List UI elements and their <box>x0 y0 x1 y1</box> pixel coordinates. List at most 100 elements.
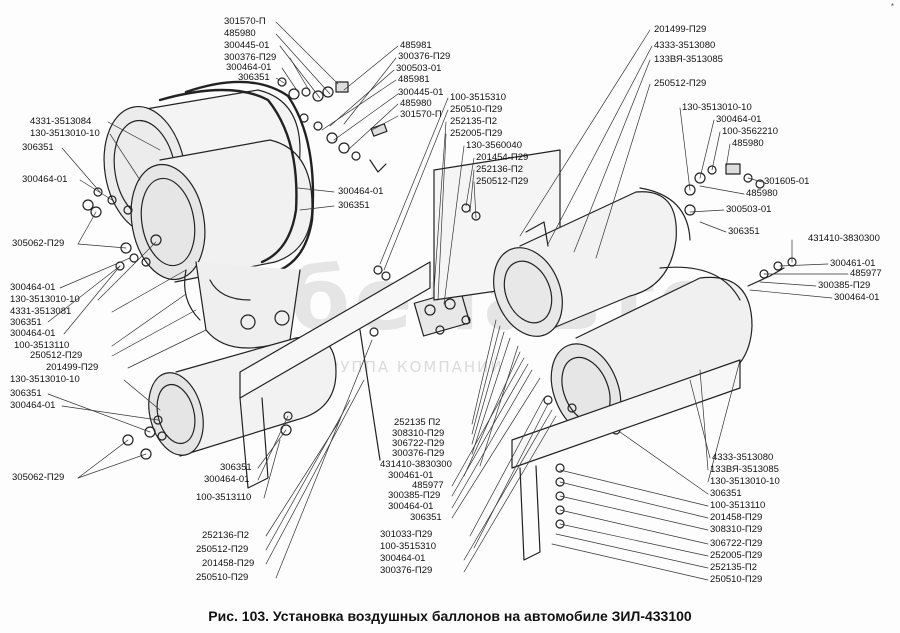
frame-rail-right <box>511 359 741 561</box>
part-label: 300464-01 <box>10 282 56 293</box>
part-label: 252135 П2 <box>394 417 441 428</box>
part-label: 252135-П2 <box>710 562 757 573</box>
part-label: 252136-П2 <box>202 530 249 541</box>
part-label: 308310-П29 <box>392 428 445 439</box>
part-label: 300464-01 <box>204 474 250 485</box>
part-label: 130-3513010-10 <box>710 476 780 487</box>
part-label: 485980 <box>732 138 764 149</box>
part-label: 300464-01 <box>834 292 880 303</box>
part-label: 306351 <box>710 488 742 499</box>
part-label: 250512-П29 <box>654 78 707 89</box>
watermark-tagline: ГРУППА КОМПАНИЙ <box>318 358 504 376</box>
part-label: 300464-01 <box>338 186 384 197</box>
fittings-top <box>277 77 388 173</box>
part-label: 300461-01 <box>388 470 434 481</box>
part-label: 485980 <box>746 188 778 199</box>
part-label: 250512-П29 <box>196 544 249 555</box>
part-label: 301570-П <box>400 109 442 120</box>
frame-rail-left <box>239 261 431 489</box>
part-label: 130-3513010-10 <box>30 128 100 139</box>
part-label: 100-3513110 <box>14 340 70 351</box>
part-label: 300376-П29 <box>380 565 433 576</box>
part-label: 485980 <box>224 28 256 39</box>
part-label: 300445-01 <box>398 87 444 98</box>
tank-upper-left <box>82 80 315 349</box>
part-label: 300464-01 <box>716 114 762 125</box>
part-label: 300445-01 <box>224 40 270 51</box>
part-label: 306351 <box>10 388 42 399</box>
part-label: 201499-П29 <box>46 362 99 373</box>
part-label: 100-3515310 <box>450 92 506 103</box>
part-label: 250510-П29 <box>450 104 503 115</box>
part-label: 300464-01 <box>380 553 426 564</box>
part-label: 485977 <box>412 480 444 491</box>
part-label: 201499-П29 <box>654 24 707 35</box>
part-label: 301033-П29 <box>380 529 433 540</box>
part-label: 250512-П29 <box>30 350 83 361</box>
part-label: 100-3562210 <box>722 126 778 137</box>
part-label: 431410-3830300 <box>380 459 452 470</box>
part-label: 250510-П29 <box>710 574 763 585</box>
part-label: 300376-П29 <box>224 52 277 63</box>
part-label: 485980 <box>400 98 432 109</box>
part-label: 306351 <box>728 226 760 237</box>
part-label: 485981 <box>398 74 430 85</box>
part-label: 252005-П29 <box>450 128 503 139</box>
figure-caption: Рис. 103. Установка воздушных баллонов н… <box>208 608 692 624</box>
part-label: 300464-01 <box>388 501 434 512</box>
part-label: 201458-П29 <box>710 512 763 523</box>
part-label: 306351 <box>410 512 442 523</box>
part-label: 4333-3513080 <box>654 40 716 51</box>
part-label: 306722-П29 <box>710 538 763 549</box>
corner-mark: * <box>890 2 894 11</box>
part-label: 100-3513110 <box>196 492 252 503</box>
part-label: 250512-П29 <box>476 176 529 187</box>
part-label: 306351 <box>22 142 54 153</box>
part-label: 252135-П2 <box>450 116 497 127</box>
part-label: 130-3513010-10 <box>682 102 752 113</box>
part-label: 305062-П29 <box>12 238 65 249</box>
part-label: 252005-П29 <box>710 550 763 561</box>
part-label: 300503-01 <box>396 63 442 74</box>
part-label: 300376-П29 <box>392 448 445 459</box>
part-label: 250510-П29 <box>196 572 249 583</box>
part-label: 4331-3513084 <box>30 116 92 127</box>
part-label: 201458-П29 <box>202 558 255 569</box>
part-label: 300385-П29 <box>818 280 871 291</box>
part-label: 300464-01 <box>226 62 272 73</box>
part-label: 4333-3513080 <box>712 452 774 463</box>
part-label: 130-3513010-10 <box>10 294 80 305</box>
part-label: 306351 <box>238 72 270 83</box>
part-label: 4331-3513081 <box>10 306 72 317</box>
part-label: 300464-01 <box>22 174 68 185</box>
part-label: 306351 <box>338 200 370 211</box>
part-label: 306351 <box>10 317 42 328</box>
part-label: 306722-П29 <box>392 438 445 449</box>
tank-right-upper <box>493 163 765 337</box>
part-label: 133ВЯ-3513085 <box>710 464 779 475</box>
part-label: 100-3513110 <box>710 500 766 511</box>
part-label: 130-3560040 <box>466 140 522 151</box>
leader-lines <box>47 21 849 581</box>
part-label: 100-3515310 <box>380 541 436 552</box>
part-label: 300464-01 <box>10 328 56 339</box>
part-label: 300503-01 <box>726 204 772 215</box>
part-label: 308310-П29 <box>710 524 763 535</box>
part-label: 130-3513010-10 <box>10 374 80 385</box>
part-label: 300376-П29 <box>398 51 451 62</box>
part-label: 201454-П29 <box>476 152 529 163</box>
part-label: 431410-3830300 <box>808 233 880 244</box>
part-label: 133ВЯ-3513085 <box>654 54 723 65</box>
part-label: 300464-01 <box>10 400 56 411</box>
part-label: 300461-01 <box>830 258 876 269</box>
part-label: 301570-П <box>224 16 266 27</box>
part-label: 305062-П29 <box>12 472 65 483</box>
part-label: 485981 <box>400 40 432 51</box>
part-label: 301605-01 <box>764 176 810 187</box>
part-label: 485977 <box>850 268 882 279</box>
part-label: 306351 <box>220 462 252 473</box>
part-label: 300385-П29 <box>388 490 441 501</box>
part-label: 252136-П2 <box>476 164 523 175</box>
